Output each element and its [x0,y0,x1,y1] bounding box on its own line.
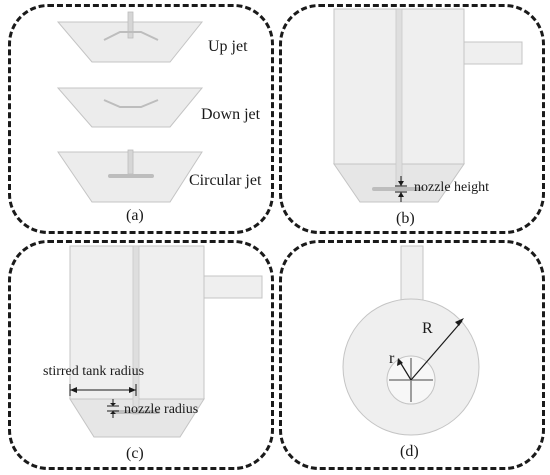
stirred-tank-radius-dimension [69,384,137,396]
panel-b [279,4,545,234]
panel-a [8,4,274,234]
up-jet-label: Up jet [208,38,248,55]
tank-side-view-b [333,8,523,203]
panel-d-caption: (d) [400,443,419,460]
circular-jet-frustum [57,149,203,203]
panel-c-caption: (c) [126,445,144,462]
r-label: r [389,350,395,367]
nozzle-height-indicator [395,176,407,202]
nozzle-radius-label: nozzle radius [124,402,199,417]
nozzle-height-label: nozzle height [414,180,490,195]
down-jet-frustum [56,87,204,128]
panel-c [8,240,274,470]
R-label: R [422,320,433,337]
tank-top-view [342,245,480,436]
up-jet-frustum [56,11,204,63]
down-jet-label: Down jet [201,106,261,123]
tank-side-view-c [69,245,263,438]
circular-jet-label: Circular jet [189,172,262,189]
panel-a-caption: (a) [126,207,144,224]
radius-arrows [397,318,464,381]
nozzle-radius-indicator [107,399,119,418]
panel-d [279,240,545,470]
stirred-tank-radius-label: stirred tank radius [43,364,145,379]
panel-b-caption: (b) [396,210,415,227]
